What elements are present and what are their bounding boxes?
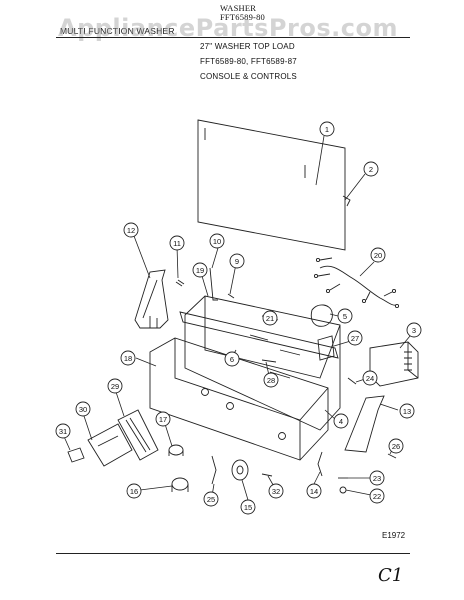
figure-code: E1972 [382, 531, 406, 540]
callout-12: 12 [123, 222, 139, 238]
series-label: MULTI FUNCTION WASHER [60, 26, 175, 36]
header-rule [56, 37, 410, 38]
callout-23: 23 [369, 470, 385, 486]
svg-text:26: 26 [392, 442, 400, 451]
svg-text:4: 4 [339, 417, 343, 426]
console-front [149, 337, 329, 461]
panel-clip [342, 195, 351, 207]
svg-text:13: 13 [403, 407, 411, 416]
callout-22: 22 [369, 488, 385, 504]
callout-20: 20 [370, 247, 386, 263]
section-label: CONSOLE & CONTROLS [200, 72, 297, 81]
control-board [184, 295, 341, 431]
clip-32 [261, 473, 273, 477]
svg-text:21: 21 [266, 314, 274, 323]
svg-text:2: 2 [369, 165, 373, 174]
svg-text:12: 12 [127, 226, 135, 235]
svg-text:28: 28 [267, 376, 275, 385]
svg-text:5: 5 [343, 312, 347, 321]
callout-16: 16 [126, 483, 142, 499]
rear-panel [197, 119, 346, 251]
svg-text:18: 18 [124, 354, 132, 363]
spring-25 [211, 455, 217, 485]
svg-text:31: 31 [59, 427, 67, 436]
svg-text:24: 24 [366, 374, 374, 383]
callout-18: 18 [120, 350, 136, 366]
screw-9 [227, 293, 235, 299]
footer-rule [56, 553, 410, 554]
svg-text:3: 3 [412, 326, 416, 335]
callout-29: 29 [107, 378, 123, 394]
description-label: 27" WASHER TOP LOAD [200, 42, 295, 51]
svg-text:6: 6 [230, 355, 234, 364]
spring-14 [317, 451, 323, 477]
wire-harness [317, 257, 397, 306]
callout-1: 1 [319, 121, 335, 137]
svg-text:16: 16 [130, 487, 138, 496]
bracket-10 [209, 267, 218, 301]
callout-6: 6 [224, 351, 240, 367]
screw-24 [347, 377, 357, 385]
svg-text:14: 14 [310, 487, 318, 496]
svg-text:22: 22 [373, 492, 381, 501]
knob-16 [171, 477, 189, 491]
svg-text:11: 11 [173, 239, 181, 248]
svg-text:30: 30 [79, 405, 87, 414]
models-label: FFT6589-80, FFT6589-87 [200, 57, 297, 66]
bracket-28 [261, 359, 277, 363]
svg-text:25: 25 [207, 495, 215, 504]
svg-text:17: 17 [159, 415, 167, 424]
fastener-22 [339, 486, 347, 494]
svg-text:15: 15 [244, 503, 252, 512]
product-label: WASHER [220, 3, 257, 13]
callout-25: 25 [203, 491, 219, 507]
callout-5: 5 [337, 308, 353, 324]
svg-text:27: 27 [351, 334, 359, 343]
callout-19: 19 [192, 262, 208, 278]
callout-9: 9 [229, 253, 245, 269]
svg-text:23: 23 [373, 474, 381, 483]
callout-2: 2 [363, 161, 379, 177]
svg-text:32: 32 [272, 487, 280, 496]
callout-21: 21 [262, 310, 278, 326]
svg-text:1: 1 [325, 125, 329, 134]
svg-text:19: 19 [196, 266, 204, 275]
clip-31 [67, 447, 85, 463]
callout-32: 32 [268, 483, 284, 499]
handwritten-note: C1 [378, 565, 404, 586]
dispenser-29 [117, 409, 159, 461]
control-bracket [179, 311, 339, 359]
screw-11 [175, 279, 185, 287]
callout-14: 14 [306, 483, 322, 499]
callout-4: 4 [333, 413, 349, 429]
left-end-cap [134, 269, 169, 329]
callout-15: 15 [240, 499, 256, 515]
callout-11: 11 [169, 235, 185, 251]
right-end-cap [344, 395, 385, 453]
callout-28: 28 [263, 372, 279, 388]
screw-26 [387, 453, 397, 459]
callout-31: 31 [55, 423, 71, 439]
callout-17: 17 [155, 411, 171, 427]
cover-30 [87, 423, 133, 467]
callout-27: 27 [347, 330, 363, 346]
svg-text:10: 10 [213, 237, 221, 246]
svg-text:29: 29 [111, 382, 119, 391]
callout-30: 30 [75, 401, 91, 417]
callout-13: 13 [399, 403, 415, 419]
model-top-label: FFT6589-80 [220, 12, 265, 22]
callout-10: 10 [209, 233, 225, 249]
callout-24: 24 [362, 370, 378, 386]
svg-text:20: 20 [374, 251, 382, 260]
dial-15 [231, 459, 249, 481]
knob-17 [168, 444, 184, 456]
callout-3: 3 [406, 322, 422, 338]
switch-27 [317, 335, 335, 361]
timer [310, 304, 333, 327]
callout-26: 26 [388, 438, 404, 454]
svg-text:9: 9 [235, 257, 239, 266]
